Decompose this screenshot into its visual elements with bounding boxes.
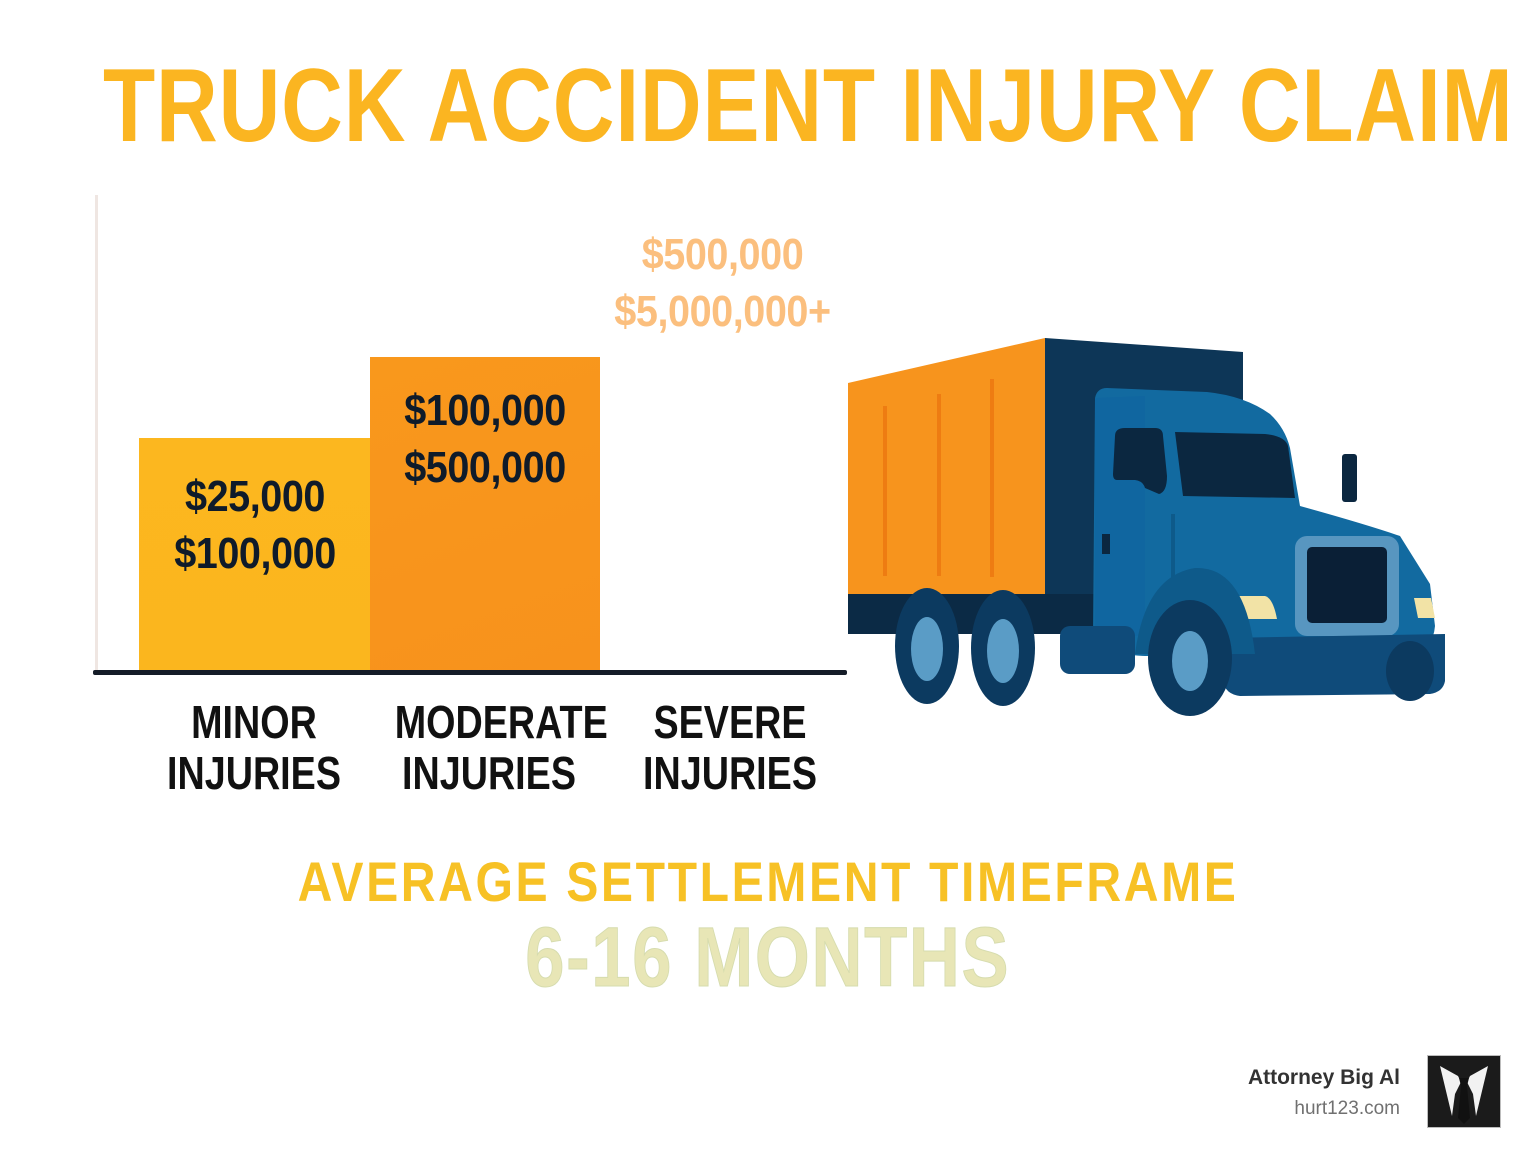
category-severe-line2: INJURIES xyxy=(643,747,817,799)
timeframe-heading-text: AVERAGE SETTLEMENT TIMEFRAME xyxy=(297,850,1239,913)
brand-url: hurt123.com xyxy=(1294,1098,1400,1119)
category-minor-line1: MINOR xyxy=(191,696,317,748)
truck-icon xyxy=(845,336,1450,716)
bar-moderate-low: $100,000 xyxy=(404,386,566,435)
page-title: TRUCK ACCIDENT INJURY CLAIM xyxy=(103,48,1536,164)
bar-severe-value: $500,000 $5,000,000+ xyxy=(600,226,845,340)
category-label-moderate: MODERATE INJURIES xyxy=(374,696,608,799)
category-label-minor: MINOR INJURIES xyxy=(139,697,369,799)
suit-tie-icon xyxy=(1427,1055,1501,1128)
timeframe-heading: AVERAGE SETTLEMENT TIMEFRAME xyxy=(0,852,1536,912)
category-minor-line2: INJURIES xyxy=(167,747,341,799)
category-moderate-line1: MODERATE xyxy=(394,696,608,748)
category-moderate-line2: INJURIES xyxy=(402,747,576,799)
bar-moderate-high: $500,000 xyxy=(404,443,566,492)
category-label-severe: SEVERE INJURIES xyxy=(615,697,845,799)
bar-severe-high: $5,000,000+ xyxy=(614,287,831,336)
bar-severe-low: $500,000 xyxy=(641,230,804,279)
category-severe-line1: SEVERE xyxy=(653,696,807,748)
timeframe-value: 6-16 MONTHS xyxy=(0,910,1536,1004)
bar-minor-value: $25,000 $100,000 xyxy=(139,468,371,582)
y-axis-line xyxy=(95,195,98,670)
title-text: TRUCK ACCIDENT INJURY CLAIM xyxy=(103,48,1514,164)
bar-moderate-injuries: $100,000 $500,000 xyxy=(370,357,600,671)
bar-minor-low: $25,000 xyxy=(184,472,326,521)
bar-moderate-value: $100,000 $500,000 xyxy=(370,382,600,496)
bar-minor-injuries: $25,000 $100,000 xyxy=(139,438,371,671)
timeframe-value-text: 6-16 MONTHS xyxy=(525,910,1011,1004)
bar-minor-high: $100,000 xyxy=(174,529,336,578)
brand-name: Attorney Big Al xyxy=(1247,1066,1400,1089)
x-axis-line xyxy=(93,670,847,675)
